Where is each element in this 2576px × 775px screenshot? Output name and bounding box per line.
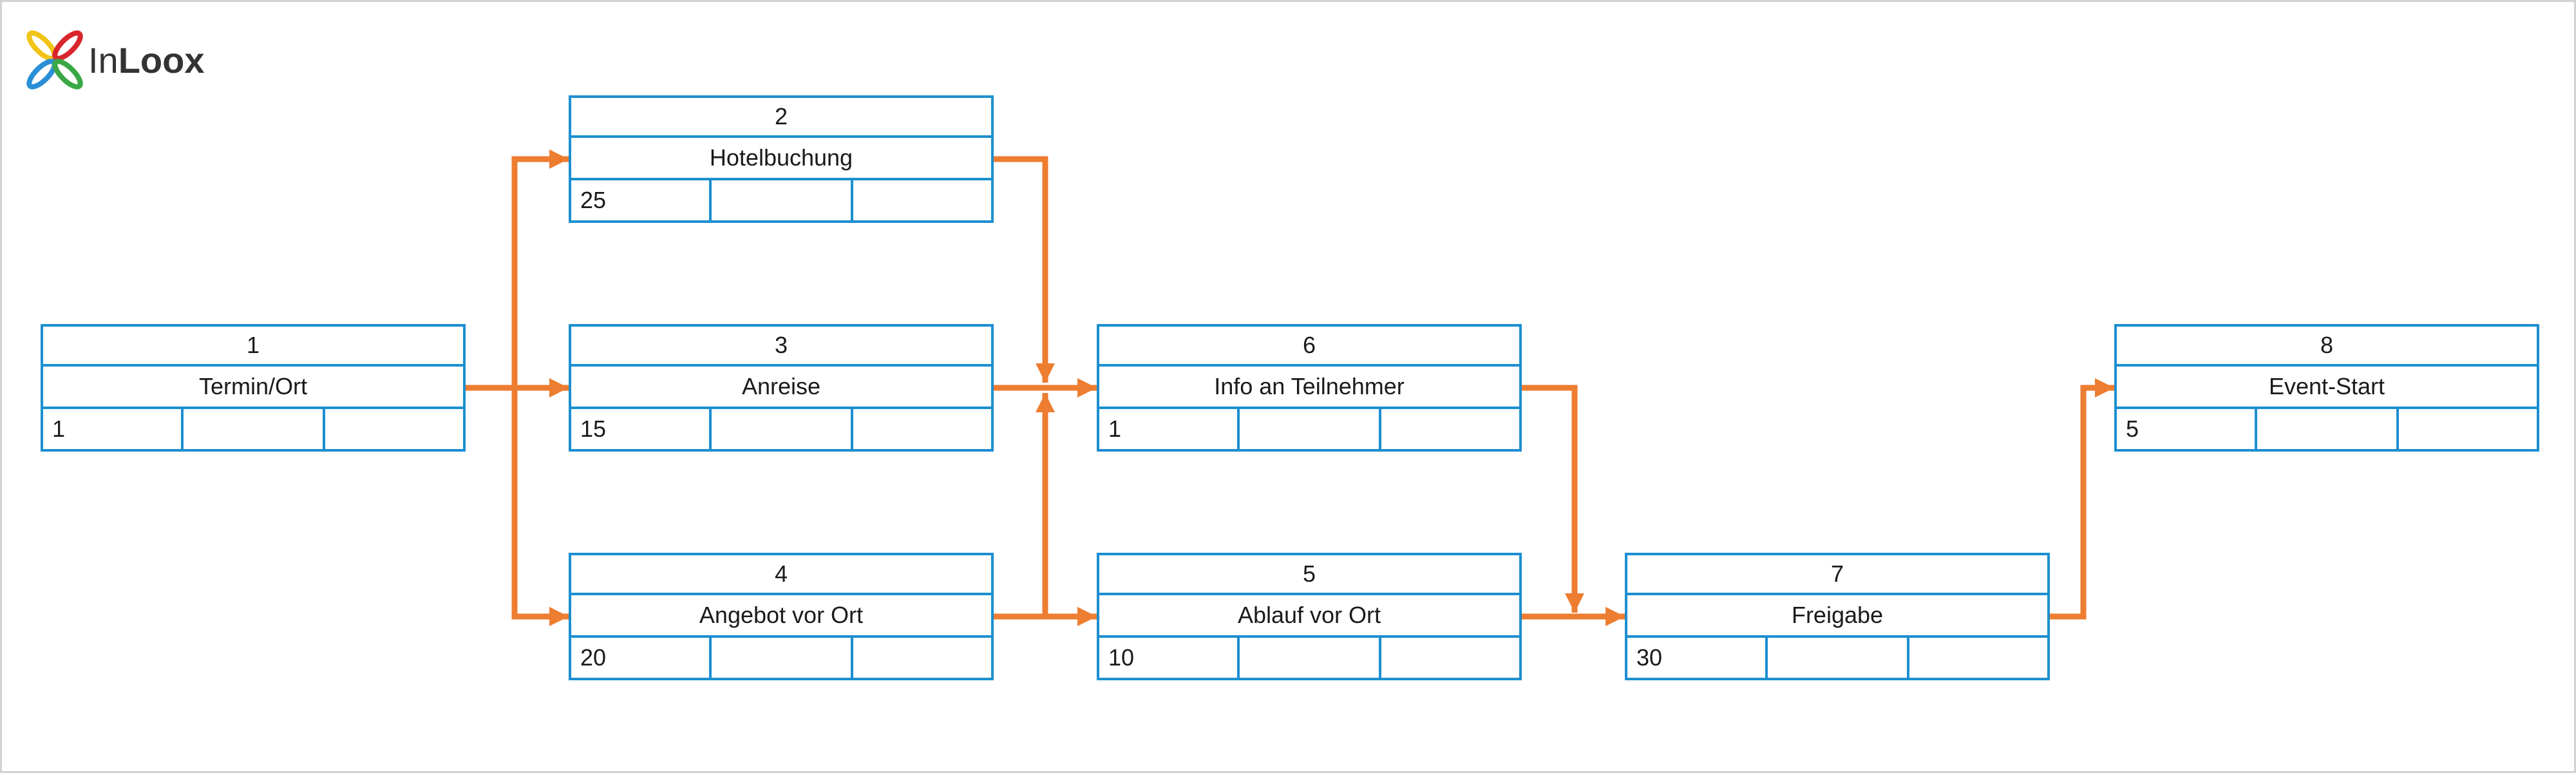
task-duration: 30 (1625, 635, 1768, 680)
arrowhead (1036, 363, 1055, 383)
arrowhead (1565, 593, 1584, 613)
task-node-7[interactable]: 7 Freigabe 30 (1625, 553, 2050, 680)
task-node-2[interactable]: 2 Hotelbuchung 25 (569, 95, 994, 223)
task-number: 2 (569, 95, 994, 138)
arrowhead (549, 607, 569, 626)
arrowhead (2095, 378, 2114, 397)
task-empty-cell (709, 178, 853, 223)
task-number: 6 (1097, 324, 1522, 367)
task-name: Freigabe (1625, 593, 2050, 638)
arrowhead (549, 378, 569, 397)
task-node-1[interactable]: 1 Termin/Ort 1 (41, 324, 466, 452)
task-empty-cell (1379, 635, 1522, 680)
task-empty-cell (2255, 407, 2399, 452)
arrow-4-to-5 (994, 607, 1097, 626)
task-number: 1 (41, 324, 466, 367)
task-empty-cell (851, 178, 994, 223)
task-node-3[interactable]: 3 Anreise 15 (569, 324, 994, 452)
arrowhead (1077, 378, 1097, 397)
task-empty-cell (181, 407, 325, 452)
wordmark-in: In (88, 40, 118, 81)
task-node-6[interactable]: 6 Info an Teilnehmer 1 (1097, 324, 1522, 452)
task-name: Info an Teilnehmer (1097, 364, 1522, 409)
task-node-8[interactable]: 8 Event-Start 5 (2114, 324, 2539, 452)
task-number: 3 (569, 324, 994, 367)
arrowhead (1077, 607, 1097, 626)
arrow-7-to-8 (2050, 378, 2114, 620)
task-empty-cell (851, 635, 994, 680)
arrow-2-to-6 (994, 156, 1055, 383)
task-name: Termin/Ort (41, 364, 466, 409)
task-node-5[interactable]: 5 Ablauf vor Ort 10 (1097, 553, 1522, 680)
task-duration: 20 (569, 635, 712, 680)
task-empty-cell (323, 407, 466, 452)
arrowhead (1036, 393, 1055, 412)
task-duration: 15 (569, 407, 712, 452)
task-empty-cell (709, 635, 853, 680)
task-empty-cell (1765, 635, 1909, 680)
task-empty-cell (709, 407, 853, 452)
task-empty-cell (1237, 635, 1381, 680)
wordmark-loox: Loox (118, 40, 205, 81)
task-empty-cell (1237, 407, 1381, 452)
arrow-5-to-7 (1522, 607, 1625, 626)
task-name: Ablauf vor Ort (1097, 593, 1522, 638)
arrow-1-to-4 (466, 385, 569, 626)
inloox-wordmark: InLoox (88, 39, 204, 81)
task-name: Event-Start (2114, 364, 2539, 409)
task-node-4[interactable]: 4 Angebot vor Ort 20 (569, 553, 994, 680)
arrow-6-to-7 (1522, 385, 1584, 613)
task-empty-cell (1379, 407, 1522, 452)
task-duration: 25 (569, 178, 712, 223)
task-name: Angebot vor Ort (569, 593, 994, 638)
arrow-1-to-2 (466, 149, 569, 391)
task-number: 7 (1625, 553, 2050, 595)
task-empty-cell (2396, 407, 2539, 452)
arrow-4-to-6 (994, 393, 1055, 620)
task-number: 5 (1097, 553, 1522, 595)
task-name: Anreise (569, 364, 994, 409)
task-duration: 10 (1097, 635, 1240, 680)
task-duration: 1 (1097, 407, 1240, 452)
arrowhead (1605, 607, 1625, 626)
arrow-3-to-6 (994, 378, 1097, 397)
task-empty-cell (851, 407, 994, 452)
arrowhead (549, 149, 569, 169)
task-number: 8 (2114, 324, 2539, 367)
inloox-logo: InLoox (24, 24, 230, 96)
task-name: Hotelbuchung (569, 135, 994, 180)
task-empty-cell (1907, 635, 2050, 680)
task-number: 4 (569, 553, 994, 595)
task-duration: 1 (41, 407, 184, 452)
task-duration: 5 (2114, 407, 2257, 452)
inloox-logo-icon (26, 30, 83, 90)
